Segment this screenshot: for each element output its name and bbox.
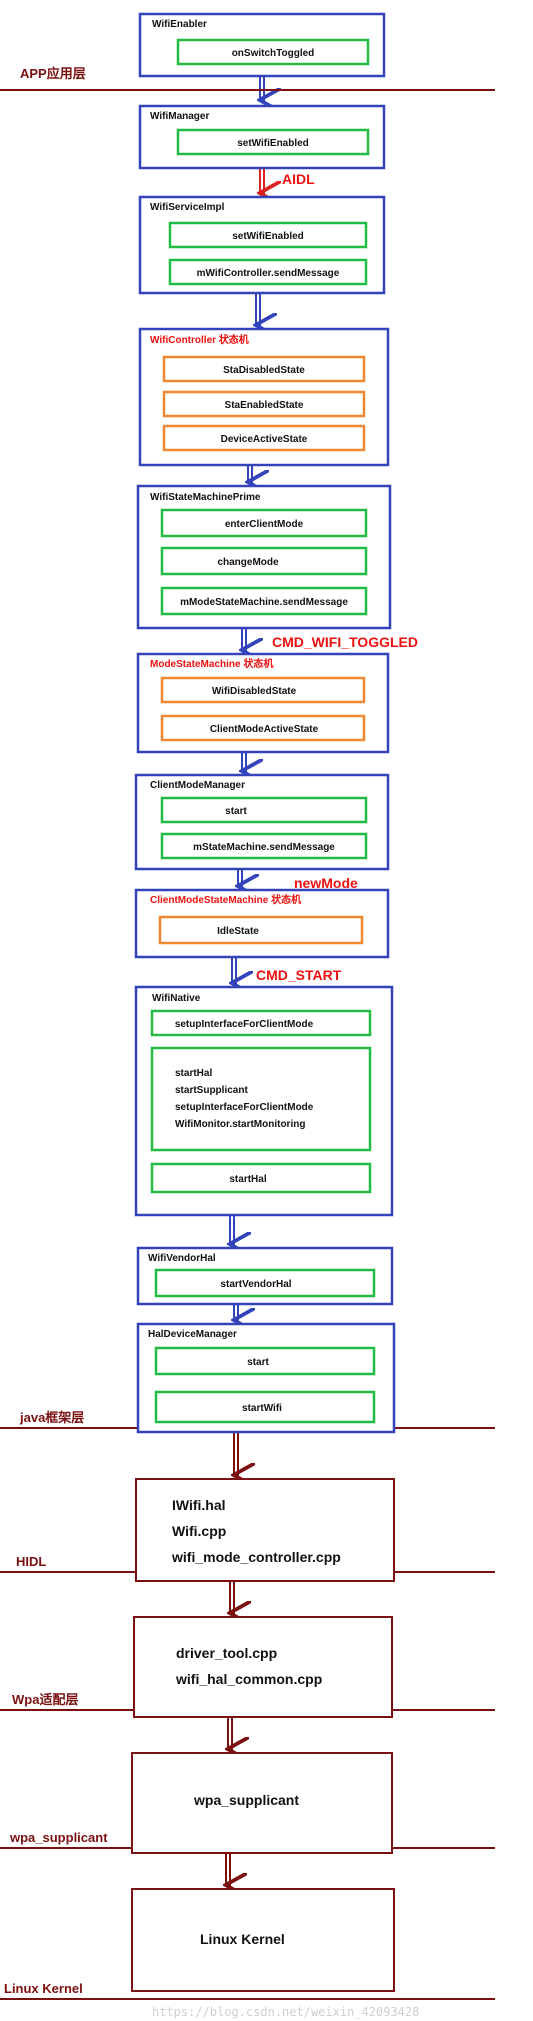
native-line: IWifi.hal	[172, 1497, 226, 1513]
method-label: setWifiEnabled	[232, 231, 304, 242]
module-wificontroller: WifiController 状态机 StaDisabledState StaE…	[138, 327, 390, 467]
module-title: WifiVendorHal	[148, 1253, 216, 1264]
layer-label-java: java框架层	[19, 1410, 84, 1425]
method-label: changeMode	[217, 557, 279, 568]
method-box	[154, 1346, 376, 1376]
state-label: StaDisabledState	[223, 365, 305, 376]
method-label: mWifiController.sendMessage	[197, 268, 340, 279]
method-box	[150, 1162, 372, 1194]
method-box	[154, 1268, 376, 1298]
native-line: wifi_hal_common.cpp	[175, 1671, 322, 1687]
method-label: startWifi	[242, 1403, 282, 1414]
native-block-wpa-supplicant: wpa_supplicant	[131, 1752, 393, 1854]
native-box	[133, 1616, 393, 1718]
state-box	[160, 676, 366, 704]
native-box	[131, 1752, 393, 1854]
module-title: HalDeviceManager	[148, 1329, 237, 1340]
method-group-line: setupInterfaceForClientMode	[175, 1102, 314, 1113]
method-label: startVendorHal	[220, 1279, 291, 1290]
native-box	[135, 1478, 395, 1582]
state-box	[162, 424, 366, 452]
method-group-line: startSupplicant	[175, 1085, 248, 1096]
module-title: WifiNative	[152, 993, 201, 1004]
layer-label-wpa-supplicant: wpa_supplicant	[9, 1830, 108, 1845]
module-haldevicemanager: HalDeviceManager start startWifi	[136, 1322, 396, 1434]
method-box	[176, 38, 370, 66]
state-box	[162, 355, 366, 383]
method-box	[160, 796, 368, 824]
method-box	[160, 586, 368, 616]
method-label: onSwitchToggled	[232, 48, 315, 59]
module-title: ModeStateMachine 状态机	[150, 657, 273, 670]
native-line: Wifi.cpp	[172, 1523, 226, 1539]
method-box	[168, 258, 368, 286]
native-line: wpa_supplicant	[193, 1792, 299, 1808]
state-label: DeviceActiveState	[221, 434, 308, 445]
native-block-driver: driver_tool.cpp wifi_hal_common.cpp	[133, 1616, 393, 1718]
layer-label-app: APP应用层	[20, 66, 86, 81]
layer-labels: APP应用层 java框架层 HIDL Wpa适配层 wpa_supplican…	[4, 66, 108, 1996]
method-box	[176, 128, 370, 156]
module-modestatemachine: ModeStateMachine 状态机 WifiDisabledState C…	[136, 652, 390, 754]
method-label: setWifiEnabled	[237, 138, 309, 149]
layer-label-wpa-adapter: Wpa适配层	[12, 1692, 78, 1707]
arrow-label-cmd-start: CMD_START	[256, 967, 342, 983]
module-title: WifiEnabler	[152, 19, 207, 30]
method-label: mModeStateMachine.sendMessage	[180, 597, 348, 608]
native-line: wifi_mode_controller.cpp	[171, 1549, 341, 1565]
state-label: IdleState	[217, 926, 259, 937]
method-label: startHal	[229, 1174, 266, 1185]
native-line: driver_tool.cpp	[176, 1645, 277, 1661]
module-wifivendorhal: WifiVendorHal startVendorHal	[136, 1246, 394, 1306]
module-title: WifiStateMachinePrime	[150, 492, 261, 503]
connector-arrows	[228, 60, 262, 1887]
state-label: ClientModeActiveState	[210, 724, 319, 735]
state-label: WifiDisabledState	[212, 686, 297, 697]
module-title: ClientModeManager	[150, 780, 245, 791]
watermark-text: https://blog.csdn.net/weixin_42093428	[152, 2005, 419, 2019]
method-box	[168, 221, 368, 249]
arrow-label-aidl: AIDL	[282, 171, 315, 187]
layer-label-kernel: Linux Kernel	[4, 1981, 83, 1996]
arrow-label-newmode: newMode	[294, 875, 358, 891]
module-wifiserviceimpl: WifiServiceImpl setWifiEnabled mWifiCont…	[138, 195, 386, 295]
method-label: start	[225, 806, 247, 817]
native-block-hidl: IWifi.hal Wifi.cpp wifi_mode_controller.…	[135, 1478, 395, 1582]
module-wifinative: WifiNative setupInterfaceForClientMode s…	[134, 985, 394, 1217]
state-box	[162, 390, 366, 418]
native-block-linux-kernel: Linux Kernel	[131, 1888, 395, 1992]
native-box	[131, 1888, 395, 1992]
arrow-label-cmd-wifi-toggled: CMD_WIFI_TOGGLED	[272, 634, 418, 650]
module-title: ClientModeStateMachine 状态机	[150, 893, 301, 906]
module-wifistatemachineprime: WifiStateMachinePrime enterClientMode ch…	[136, 484, 392, 630]
module-title: WifiManager	[150, 111, 209, 122]
arrow-labels: AIDL CMD_WIFI_TOGGLED newMode CMD_START	[256, 171, 418, 983]
native-line: Linux Kernel	[200, 1931, 285, 1947]
method-group-line: startHal	[175, 1068, 212, 1079]
method-label: mStateMachine.sendMessage	[193, 842, 335, 853]
state-box	[158, 915, 364, 945]
state-label: StaEnabledState	[225, 400, 304, 411]
module-clientmodemanager: ClientModeManager start mStateMachine.se…	[134, 773, 390, 871]
module-wifimanager: WifiManager setWifiEnabled	[138, 104, 386, 170]
layer-label-hidl: HIDL	[16, 1554, 46, 1569]
module-wifienabler: WifiEnabler onSwitchToggled	[138, 12, 386, 78]
method-label: enterClientMode	[225, 519, 304, 530]
method-label: start	[247, 1357, 269, 1368]
method-group-line: WifiMonitor.startMonitoring	[175, 1119, 305, 1130]
module-title: WifiController 状态机	[150, 333, 249, 346]
method-box	[160, 832, 368, 860]
method-box	[160, 546, 368, 576]
module-clientmodestatemachine: ClientModeStateMachine 状态机 IdleState	[134, 888, 390, 959]
method-box	[160, 508, 368, 538]
module-title: WifiServiceImpl	[150, 202, 225, 213]
method-group-box	[150, 1046, 372, 1152]
method-group-label: startHal startSupplicant setupInterfaceFor…	[175, 1068, 314, 1130]
method-box	[154, 1390, 376, 1424]
state-box	[160, 714, 366, 742]
method-box	[150, 1009, 372, 1037]
method-label: setupInterfaceForClientMode	[175, 1019, 314, 1030]
